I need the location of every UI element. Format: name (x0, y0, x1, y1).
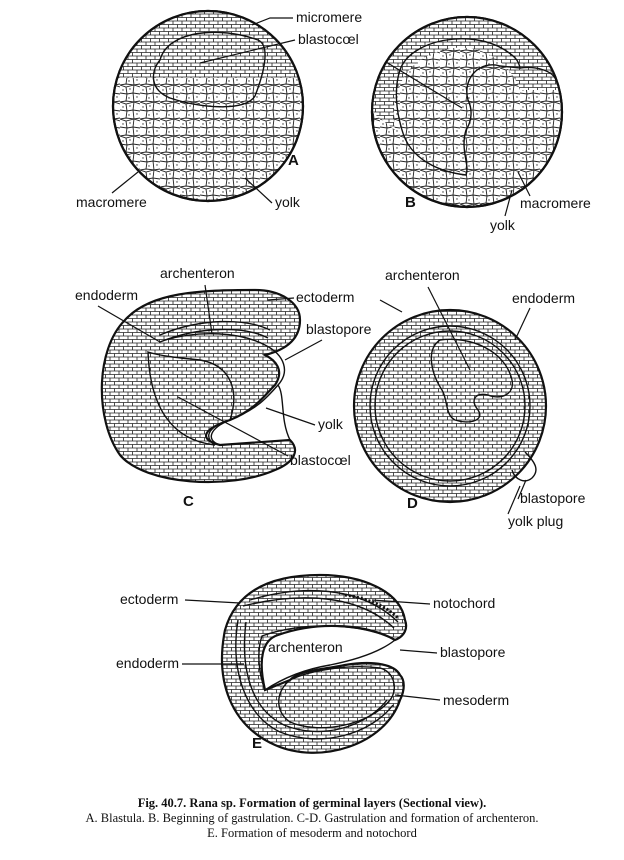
panel-letter-e: E (252, 735, 262, 752)
label-blastopore-c: blastopore (306, 321, 372, 337)
caption-title: Fig. 40.7. Rana sp. Formation of germina… (137, 796, 487, 810)
label-endoderm-c: endoderm (75, 287, 138, 303)
blastocoel-cavity (152, 31, 266, 108)
label-macromere: macromere (76, 194, 147, 210)
label-blastocoel: blastocœl (298, 31, 359, 47)
yolk-mass-c (164, 333, 292, 446)
ectoderm-e (249, 589, 399, 623)
panel-b-early-gastrula: B macromere yolk (370, 15, 591, 233)
yolk-mass-e (278, 666, 396, 729)
archenteron-cavity-e (258, 625, 397, 692)
embryo-c-outline (100, 288, 302, 484)
archenteron-slit-c (159, 320, 271, 336)
label-archenteron-c: archenteron (160, 265, 235, 281)
label-archenteron-e: archenteron (268, 639, 343, 655)
archenteron-cavity-d (430, 338, 514, 423)
label-blastocoel-c: blastocœl (290, 452, 351, 468)
blastocoel-c (147, 351, 235, 446)
panel-letter-c: C (183, 493, 194, 510)
label-endoderm-e: endoderm (116, 655, 179, 671)
label-yolk-b: yolk (490, 217, 516, 233)
figure-caption: Fig. 40.7. Rana sp. Formation of germina… (0, 796, 624, 841)
label-notochord-e: notochord (433, 595, 495, 611)
label-yolk: yolk (275, 194, 301, 210)
label-blastopore-e: blastopore (440, 644, 506, 660)
embryo-d-outline (352, 308, 548, 504)
label-yolk-c: yolk (318, 416, 344, 432)
caption-line-2: A. Blastula. B. Beginning of gastrulatio… (85, 811, 539, 825)
panel-d-archenteron: archenteron endoderm blastopore yolk plu… (352, 267, 586, 529)
label-ectoderm-c: ectoderm (296, 289, 354, 305)
panel-c-gastrulation: endoderm archenteron ectoderm blastopore… (75, 265, 372, 510)
blastocoel-cavity-b (395, 38, 521, 176)
panel-letter-a: A (288, 152, 299, 169)
caption-line-3: E. Formation of mesoderm and notochord (207, 826, 417, 840)
label-archenteron-d: archenteron (385, 267, 460, 283)
label-macromere-b: macromere (520, 195, 591, 211)
label-ectoderm-e: ectoderm (120, 591, 178, 607)
label-micromere: micromere (296, 9, 362, 25)
notochord-e (344, 593, 400, 620)
label-blastopore-d: blastopore (520, 490, 586, 506)
panel-a-blastula: micromere blastocœl A macromere yolk (76, 9, 362, 210)
label-yolk-plug-d: yolk plug (508, 513, 563, 529)
panel-letter-d: D (407, 495, 418, 512)
panel-e-mesoderm-notochord: ectoderm notochord archenteron endoderm … (116, 573, 509, 754)
yolk-plug-d (511, 451, 537, 482)
panel-letter-b: B (405, 194, 416, 211)
embryo-e-outline (221, 573, 408, 754)
label-endoderm-d: endoderm (512, 290, 575, 306)
label-mesoderm-e: mesoderm (443, 692, 509, 708)
